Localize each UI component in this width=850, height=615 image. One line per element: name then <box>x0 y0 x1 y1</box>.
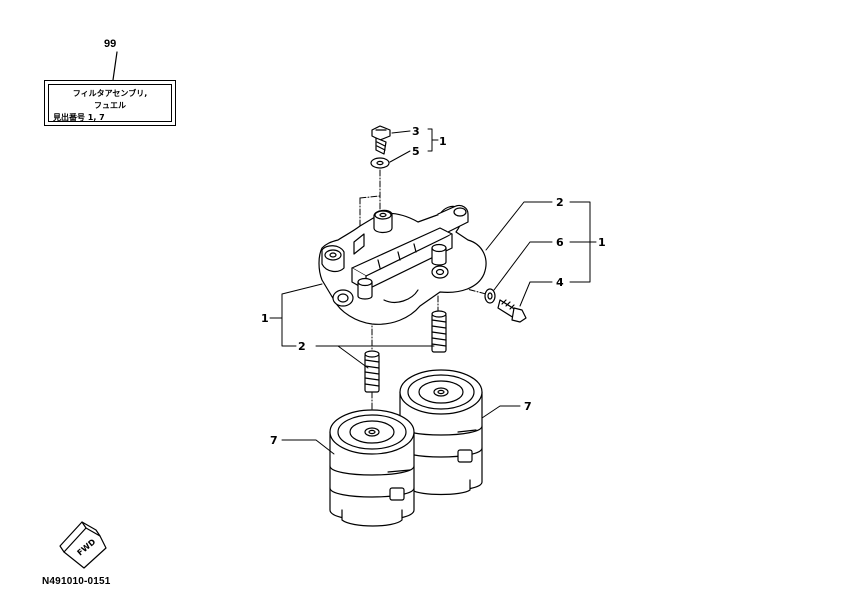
callout-2-left: 2 <box>298 340 306 353</box>
assembly-line-2: フュエル <box>94 101 126 110</box>
callout-1-top: 1 <box>439 135 447 148</box>
assembly-line-1: フィルタアセンブリ, <box>72 89 148 98</box>
callout-4: 4 <box>556 276 564 289</box>
reference-number: 99 <box>104 38 117 50</box>
drawing-id: N491010-0151 <box>42 576 111 587</box>
washer-part-5 <box>370 157 390 169</box>
callout-1-left: 1 <box>261 312 269 325</box>
filter-head-part-1 <box>318 204 487 325</box>
washer-part-6 <box>484 288 496 304</box>
callout-1-right: 1 <box>598 236 606 249</box>
reference-leader <box>112 51 118 81</box>
bolt-part-4 <box>497 299 527 323</box>
callout-5: 5 <box>412 145 420 158</box>
filter-cartridge-left <box>329 409 415 527</box>
forward-direction-badge <box>59 521 107 569</box>
stud-part-2-left <box>364 350 380 393</box>
leader-lines <box>269 128 597 455</box>
assembly-reference-box: フィルタアセンブリ, フュエル 見出番号 1, 7 <box>44 80 176 126</box>
callout-7-right: 7 <box>524 400 532 413</box>
bolt-part-3 <box>371 125 391 155</box>
callout-3: 3 <box>412 125 420 138</box>
callout-7-left: 7 <box>270 434 278 447</box>
callout-2-right: 2 <box>556 196 564 209</box>
stud-part-2-right <box>431 310 447 353</box>
callout-6: 6 <box>556 236 564 249</box>
assembly-line-3: 見出番号 1, 7 <box>53 113 105 122</box>
